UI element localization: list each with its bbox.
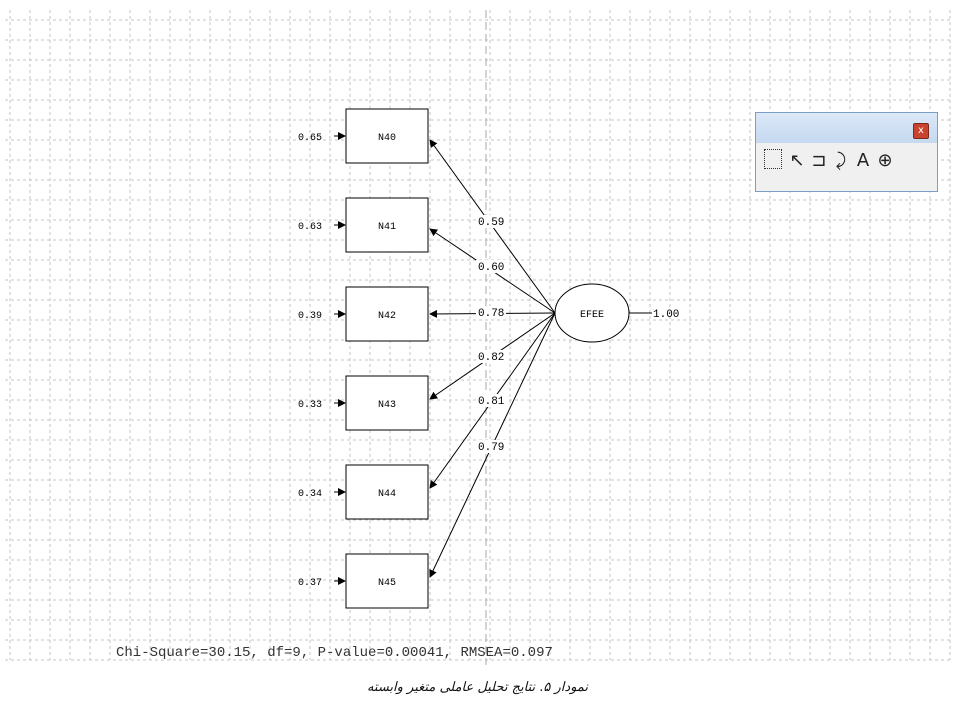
indicator-node[interactable]: N40 [345, 108, 429, 164]
loading-label-group: 0.81 [476, 394, 506, 408]
indicator-node[interactable]: N44 [345, 464, 429, 520]
indicator-label: N45 [378, 578, 396, 589]
loading-label-group: 0.59 [476, 215, 506, 229]
loading-label-group: 0.78 [476, 306, 506, 320]
loading-value-label: 0.78 [478, 308, 504, 320]
latent-node[interactable]: EFEE [554, 283, 630, 343]
close-button[interactable]: x [913, 123, 929, 139]
loading-label-bg [476, 394, 506, 407]
indicator-box [345, 375, 429, 431]
loading-label-group: 0.60 [476, 260, 506, 274]
indicator-box [345, 197, 429, 253]
loading-value-label: 0.82 [478, 352, 504, 364]
path-tool-icon[interactable]: ⊐ [811, 149, 827, 171]
error-variance-label: 0.65 [298, 133, 322, 144]
indicator-box [345, 464, 429, 520]
loading-value-label: 0.59 [478, 217, 504, 229]
indicator-node[interactable]: N43 [345, 375, 429, 431]
loading-value-label: 0.79 [478, 442, 504, 454]
latent-label: EFEE [580, 310, 604, 321]
loading-value-label: 0.60 [478, 262, 504, 274]
indicator-label: N41 [378, 222, 396, 233]
loading-label-group: 0.79 [476, 440, 506, 454]
select-tool-icon[interactable] [764, 149, 782, 169]
loading-label-group: 0.82 [476, 350, 506, 364]
indicator-node[interactable]: N45 [345, 553, 429, 609]
indicator-node[interactable]: N41 [345, 197, 429, 253]
indicator-box [345, 108, 429, 164]
arrow-tool-icon[interactable]: ↖ [789, 149, 805, 171]
fit-statistics: Chi-Square=30.15, df=9, P-value=0.00041,… [116, 645, 553, 661]
loading-label-bg [476, 260, 506, 273]
indicator-label: N40 [378, 133, 396, 144]
error-variance-label: 0.33 [298, 400, 322, 411]
figure-caption: نمودار ۵. نتایج تحلیل عاملی متغیر وابسته [366, 680, 589, 695]
latent-ellipse [554, 283, 630, 343]
indicator-box [345, 553, 429, 609]
indicator-box [345, 286, 429, 342]
error-variance-label: 0.34 [298, 489, 322, 500]
loading-label-bg [476, 350, 506, 363]
indicator-label: N44 [378, 489, 396, 500]
latent-variance-label: 1.00 [653, 309, 679, 321]
loading-label-bg [476, 215, 506, 228]
zoom-tool-icon[interactable]: ⊕ [877, 149, 893, 171]
loading-value-label: 0.81 [478, 396, 505, 408]
error-variance-label: 0.37 [298, 578, 322, 589]
grid [5, 10, 951, 665]
error-variance-label: 0.63 [298, 222, 322, 233]
loading-label-bg [476, 306, 506, 319]
indicator-node[interactable]: N42 [345, 286, 429, 342]
indicator-label: N43 [378, 400, 396, 411]
toolbox-window[interactable]: x ↖ ⊐ ⤸ A ⊕ [755, 112, 938, 192]
toolbox-tools: ↖ ⊐ ⤸ A ⊕ [756, 143, 937, 171]
curved-arrow-tool-icon[interactable]: ⤸ [835, 149, 847, 171]
toolbox-titlebar[interactable]: x [756, 113, 937, 143]
text-tool-icon[interactable]: A [856, 149, 870, 171]
loading-label-bg [476, 440, 506, 453]
error-variance-label: 0.39 [298, 311, 322, 322]
indicator-label: N42 [378, 311, 396, 322]
